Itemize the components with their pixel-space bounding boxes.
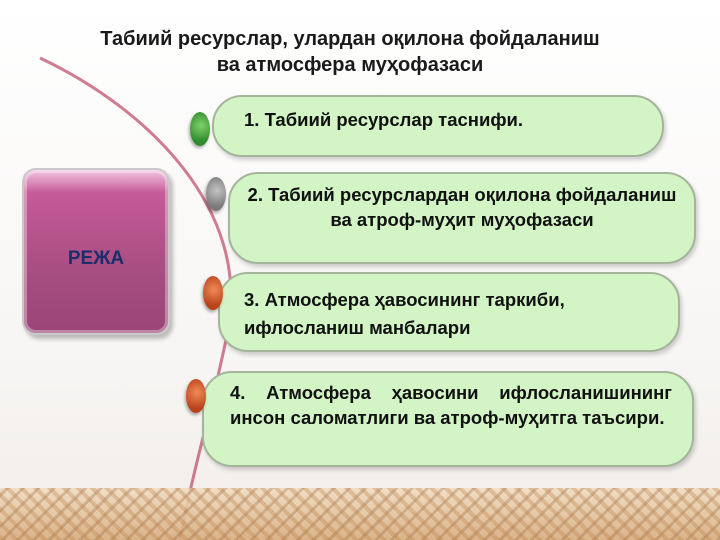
slide-title: Табиий ресурслар, улардан оқилона фойдал… xyxy=(40,26,660,78)
slide-title-line-1: Табиий ресурслар, улардан оқилона фойдал… xyxy=(100,28,600,50)
plan-item-4: 4. Атмосфера ҳавосини ифлосланишининг ин… xyxy=(202,371,694,467)
plan-item-1: 1. Табиий ресурслар таснифи. xyxy=(212,95,664,157)
plan-item-3: 3. Атмосфера ҳавосининг таркиби, ифлосла… xyxy=(218,272,680,352)
gray-bullet-icon xyxy=(206,177,226,211)
green-bullet-icon xyxy=(190,112,210,146)
orange-bullet-icon xyxy=(186,379,206,413)
ornament-border xyxy=(0,488,720,540)
plan-box: РЕЖА xyxy=(22,168,170,335)
plan-label: РЕЖА xyxy=(67,248,125,269)
orange-bullet-icon xyxy=(203,276,223,310)
plan-item-2: 2. Табиий ресурслардан оқилона фойдалани… xyxy=(228,172,696,264)
slide-title-line-2: ва атмосфера муҳофазаси xyxy=(216,54,484,76)
